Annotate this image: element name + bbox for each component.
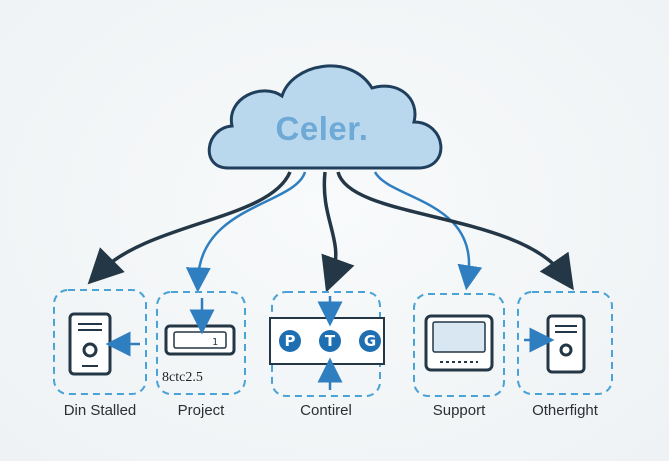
- connector-lines: [87, 171, 574, 293]
- card-device-icon: 1: [164, 324, 236, 356]
- button-t: [319, 330, 341, 352]
- button-g-label: G: [364, 332, 376, 350]
- arrow-to-contirel: [321, 171, 355, 293]
- label-din-stalled: Din Stalled: [63, 402, 137, 419]
- cloud-title: Celer.: [275, 110, 369, 147]
- project-caption: 8ctc2.5: [162, 370, 203, 385]
- monitor-icon: [424, 314, 494, 372]
- tower-device-icon: [546, 314, 586, 374]
- control-buttons-icon: P T G: [269, 317, 385, 365]
- label-project: Project: [177, 402, 225, 419]
- button-p-label: P: [285, 332, 296, 350]
- button-p: [279, 330, 301, 352]
- label-contirel: Contirel: [300, 402, 352, 419]
- arrow-to-project: [185, 171, 307, 293]
- box-otherfight: [517, 291, 613, 395]
- button-g: [359, 330, 381, 352]
- button-t-label: T: [325, 332, 336, 350]
- cloud-icon: [207, 64, 443, 170]
- arrow-to-support: [373, 171, 483, 291]
- box-din-stalled: [53, 289, 147, 395]
- arrow-to-din-stalled: [87, 171, 292, 285]
- label-support: Support: [432, 402, 486, 419]
- card-mark: 1: [212, 337, 218, 348]
- box-project: [156, 291, 246, 395]
- tower-device-icon: [68, 312, 112, 376]
- box-support: [413, 293, 505, 397]
- label-otherfight: Otherfight: [532, 402, 598, 419]
- arrow-to-otherfight: [336, 171, 574, 291]
